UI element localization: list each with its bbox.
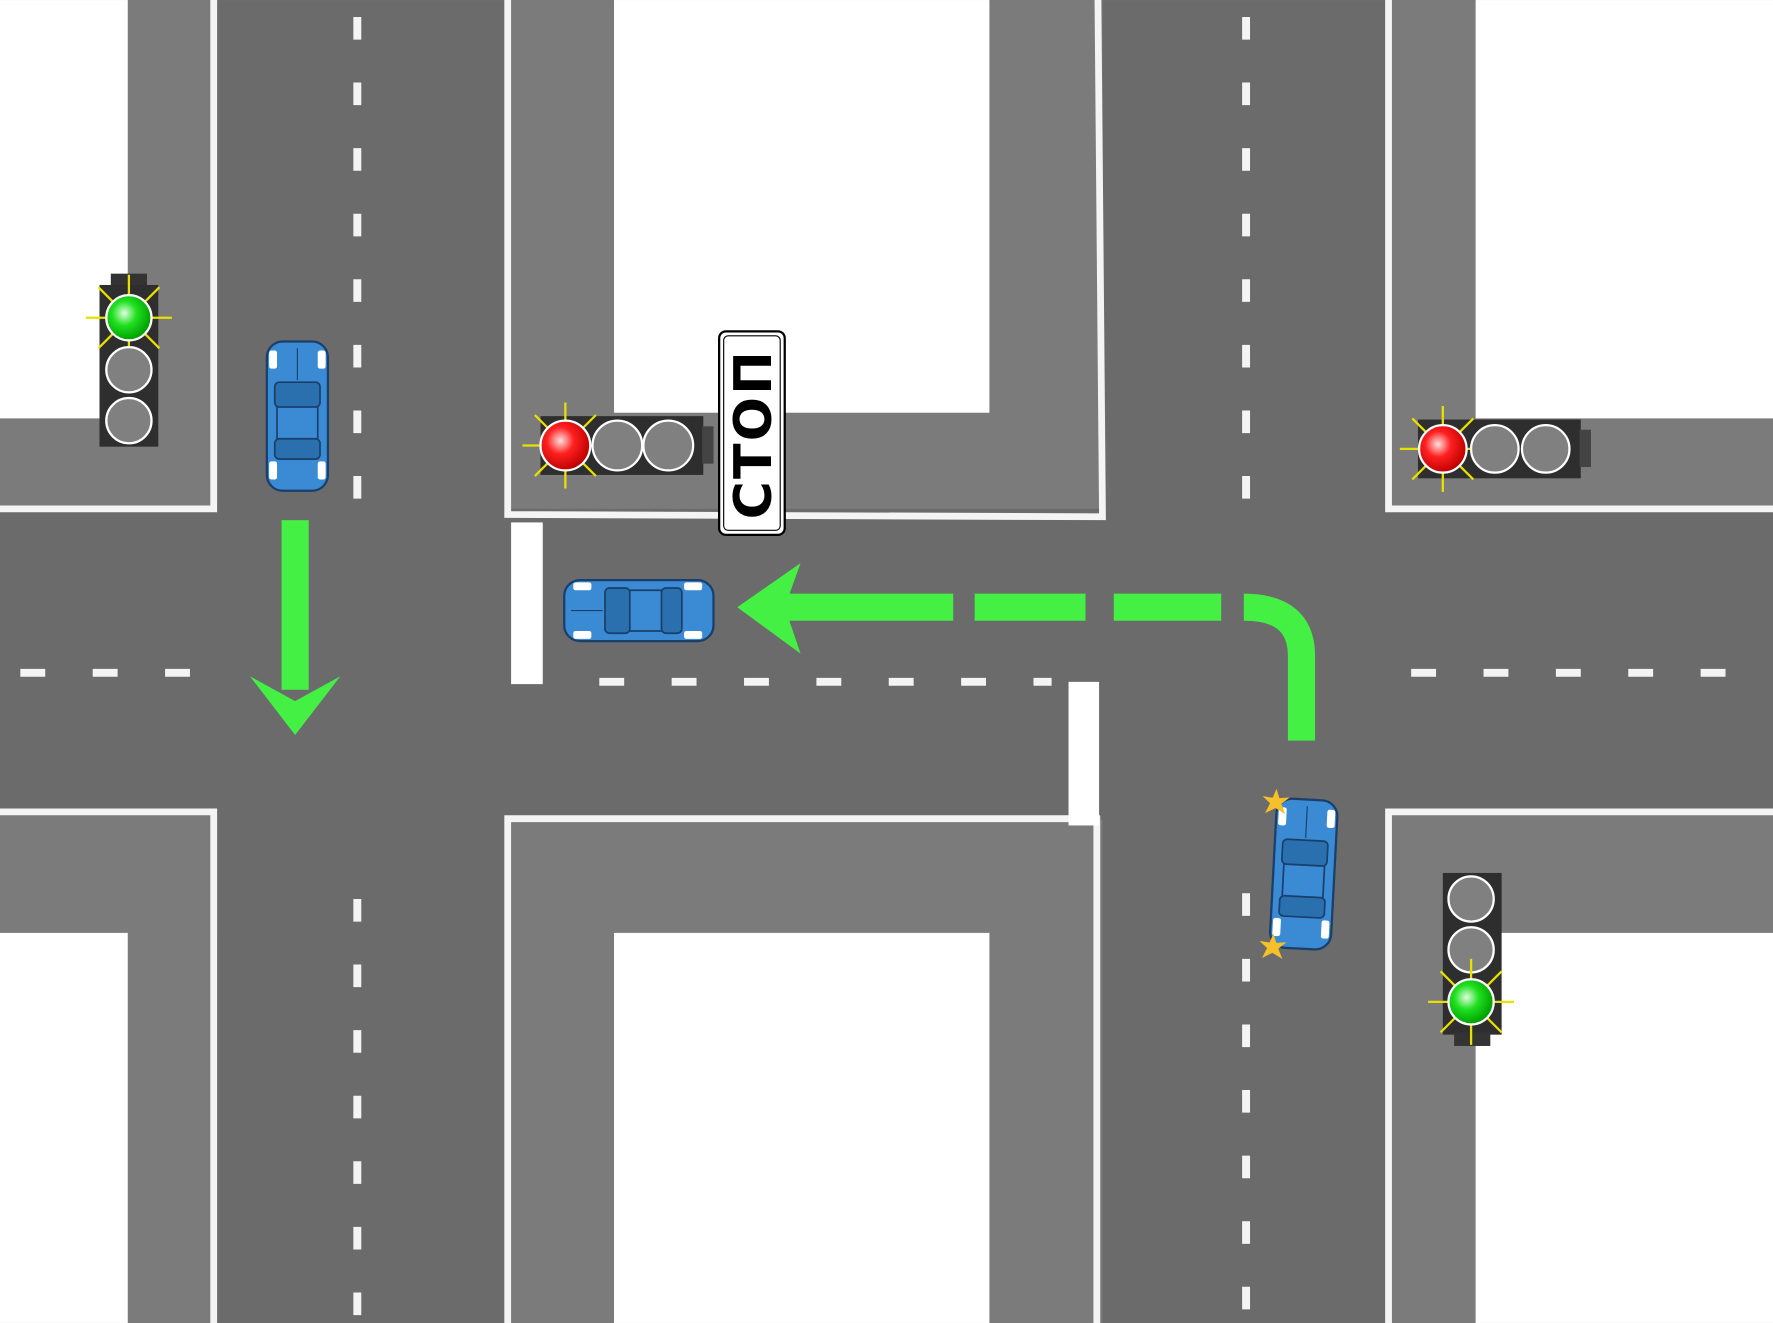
stop-line-east: [1068, 681, 1100, 826]
car-turning-left: [1259, 788, 1340, 960]
red-light-lit: [1417, 424, 1468, 474]
lane-markings: [20, 16, 1773, 1323]
traffic-light-north-east: [1398, 404, 1591, 494]
turn-signal-front-icon: [1262, 788, 1290, 815]
arrow-left-turn-head: [737, 563, 801, 654]
green-light-lit: [105, 294, 153, 342]
traffic-light-center-north: [521, 401, 714, 490]
car-at-stop-line: [563, 578, 715, 643]
stop-sign: СТОП: [718, 330, 786, 536]
red-light-lit: [539, 419, 592, 472]
stop-sign-text: СТОП: [724, 349, 784, 519]
car-heading-south: [265, 340, 330, 492]
turn-signal-rear-icon: [1259, 933, 1287, 960]
arrow-straight-south: [249, 520, 341, 735]
traffic-light-south-east: [1426, 872, 1516, 1046]
arrow-left-turn-path: [780, 593, 1316, 741]
green-light-lit: [1447, 978, 1495, 1026]
traffic-light-north-west: [84, 273, 174, 447]
stop-line-west: [511, 522, 543, 685]
